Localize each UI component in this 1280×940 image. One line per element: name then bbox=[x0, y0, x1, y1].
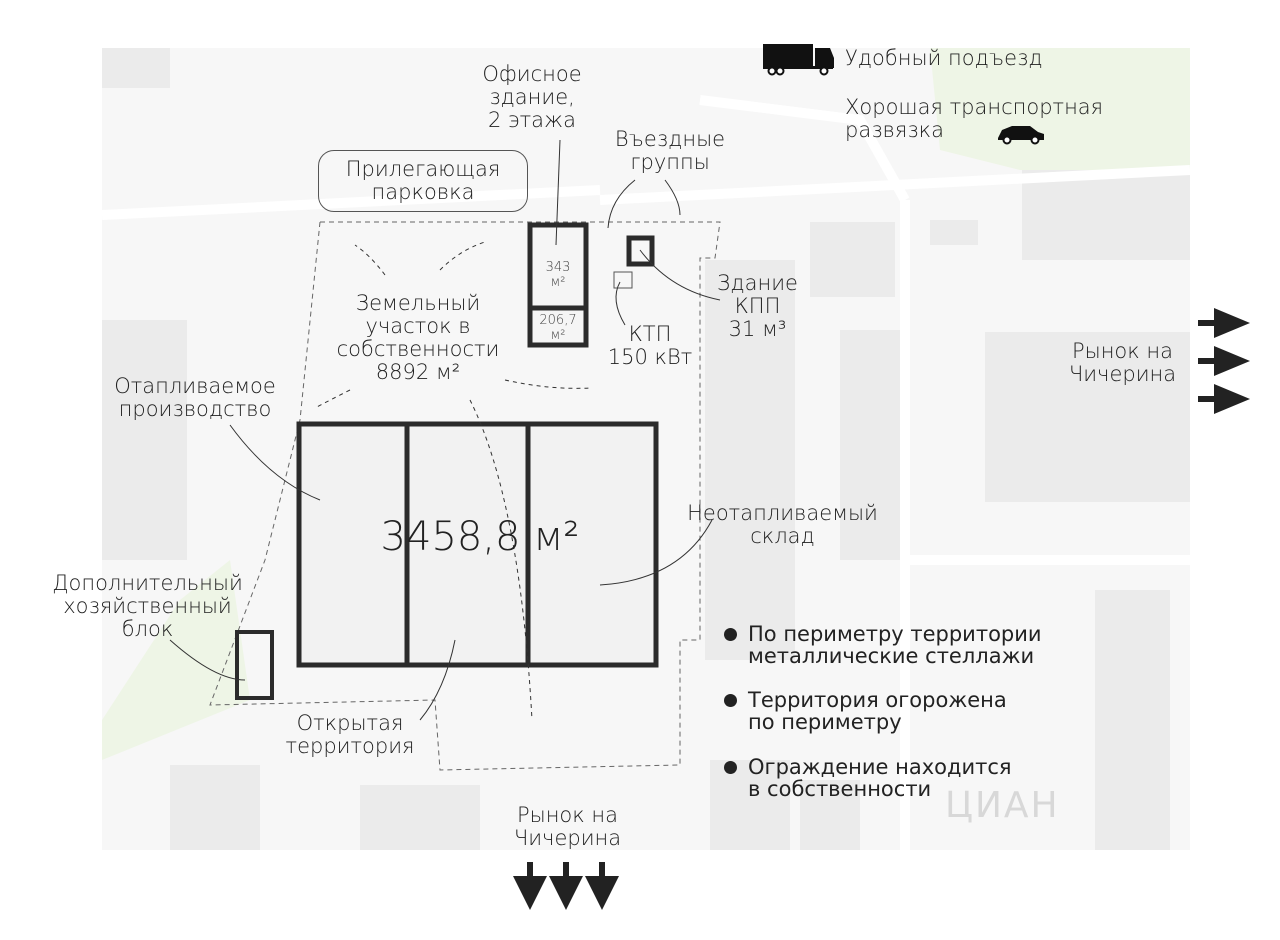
map-green-areas bbox=[102, 48, 1190, 760]
ktp-box bbox=[613, 271, 633, 289]
office-building bbox=[527, 222, 589, 348]
market-arrows-bottom bbox=[513, 862, 619, 910]
car-icon bbox=[998, 126, 1044, 145]
leader-lines bbox=[169, 139, 721, 721]
transport-feature-line1: Хорошая транспортная bbox=[845, 95, 1104, 119]
access-feature: Удобный подъезд bbox=[845, 46, 1043, 70]
truck-icon bbox=[763, 44, 834, 76]
map-buildings bbox=[102, 48, 1190, 850]
extra-block bbox=[235, 630, 274, 700]
parking-outline bbox=[318, 150, 528, 212]
watermark: ЦИАН bbox=[945, 785, 1060, 826]
transport-feature-line2: развязка bbox=[845, 118, 944, 142]
market-arrows-right bbox=[1198, 308, 1250, 414]
checkpoint-building bbox=[626, 235, 655, 267]
map-roads bbox=[101, 95, 1191, 850]
main-building-area: 3458,8 м² bbox=[380, 514, 580, 560]
land-boundary bbox=[209, 221, 721, 771]
main-building bbox=[296, 421, 659, 668]
